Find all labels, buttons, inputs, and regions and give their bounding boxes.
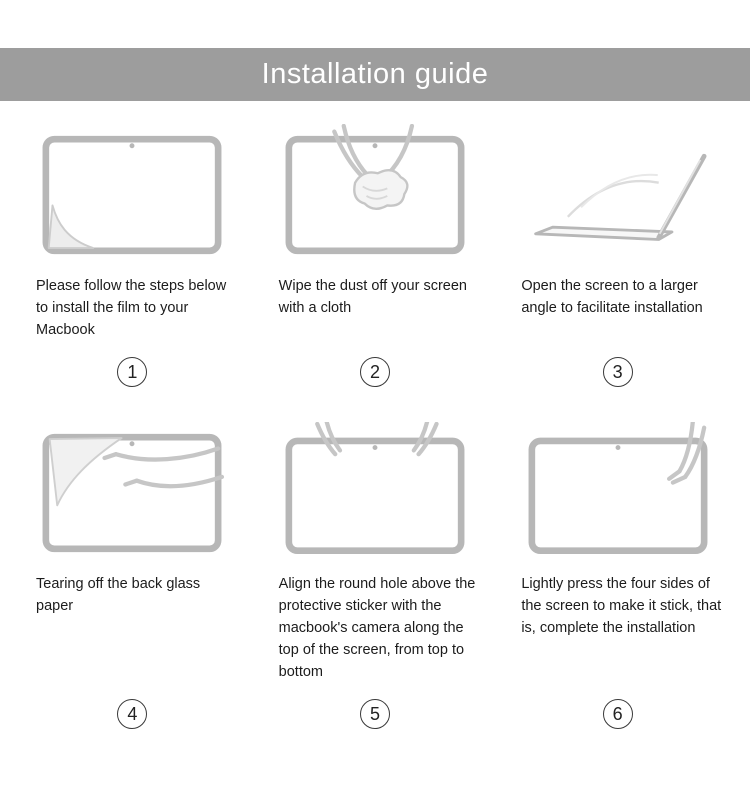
header-banner: Installation guide <box>0 48 750 101</box>
step-caption: Wipe the dust off your screen with a clo… <box>278 278 467 317</box>
step-4: Tearing off the back glass paper 4 <box>24 419 241 749</box>
installation-guide-page: Installation guide Please follow the ste… <box>0 48 750 749</box>
hand-pressing-icon <box>528 422 708 555</box>
step2-illustration <box>267 121 484 269</box>
step-3: Open the screen to a larger angle to fac… <box>509 121 726 407</box>
step-6: Lightly press the four sides of the scre… <box>509 419 726 749</box>
step5-illustration <box>267 419 484 567</box>
step-number-badge: 5 <box>359 699 390 730</box>
open-laptop-icon <box>533 153 707 241</box>
step-caption: Tearing off the back glass paper <box>36 576 201 615</box>
step6-illustration <box>509 419 726 567</box>
step-number: 6 <box>509 683 726 749</box>
step-caption: Open the screen to a larger angle to fac… <box>521 278 703 317</box>
step-number: 3 <box>509 341 726 407</box>
step-number-badge: 3 <box>602 357 633 388</box>
step4-illustration <box>24 419 241 567</box>
step-caption: Please follow the steps below to install… <box>36 278 227 339</box>
step-caption: Align the round hole above the protectiv… <box>278 576 476 681</box>
hands-wiping-cloth-icon <box>285 124 465 255</box>
step-number-badge: 4 <box>117 699 148 730</box>
macbook-film-peel-icon <box>42 135 222 255</box>
step-5: Align the round hole above the protectiv… <box>267 419 484 749</box>
hands-tearing-film-icon <box>42 433 225 553</box>
step-number: 1 <box>24 341 241 407</box>
step-number-badge: 2 <box>359 357 390 388</box>
step1-illustration <box>24 121 241 269</box>
step-number-badge: 6 <box>602 699 633 730</box>
steps-grid: Please follow the steps below to install… <box>0 101 750 749</box>
step-number-badge: 1 <box>117 357 148 388</box>
step-number: 4 <box>24 683 241 749</box>
step-caption: Lightly press the four sides of the scre… <box>521 576 722 637</box>
step-number: 5 <box>267 683 484 749</box>
step3-illustration <box>509 121 726 269</box>
step-1: Please follow the steps below to install… <box>24 121 241 407</box>
page-title: Installation guide <box>261 58 489 90</box>
hands-aligning-camera-icon <box>285 422 465 555</box>
step-number: 2 <box>267 341 484 407</box>
step-2: Wipe the dust off your screen with a clo… <box>267 121 484 407</box>
